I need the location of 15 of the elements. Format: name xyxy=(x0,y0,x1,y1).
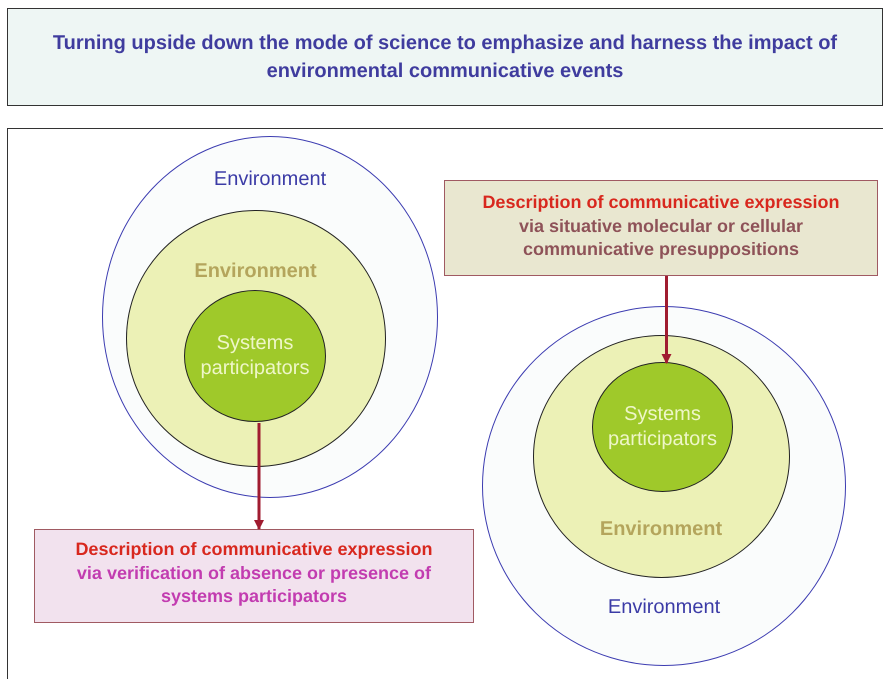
arrow xyxy=(254,422,264,530)
diagram-title: Turning upside down the mode of science to emphasize and harness the impact of environmental communicative events xyxy=(52,31,838,84)
arrow xyxy=(662,276,672,364)
circle-label: Systems participators xyxy=(607,402,718,452)
box-heading: Description of communicative expression xyxy=(74,538,434,560)
circle-label: Environment xyxy=(212,167,328,192)
box-heading: Description of communicative expression xyxy=(481,191,841,214)
description-box xyxy=(444,180,878,276)
circle-label: Environment xyxy=(606,595,722,620)
circle-label: Environment xyxy=(598,516,724,542)
circle-label: Systems participators xyxy=(200,331,310,381)
description-box xyxy=(34,529,474,623)
box-text: via verification of absence or presence of systems participators xyxy=(76,562,432,607)
circle-label: Environment xyxy=(193,258,318,284)
box-text: via situative molecular or cellular communicative presuppositions xyxy=(518,215,804,260)
